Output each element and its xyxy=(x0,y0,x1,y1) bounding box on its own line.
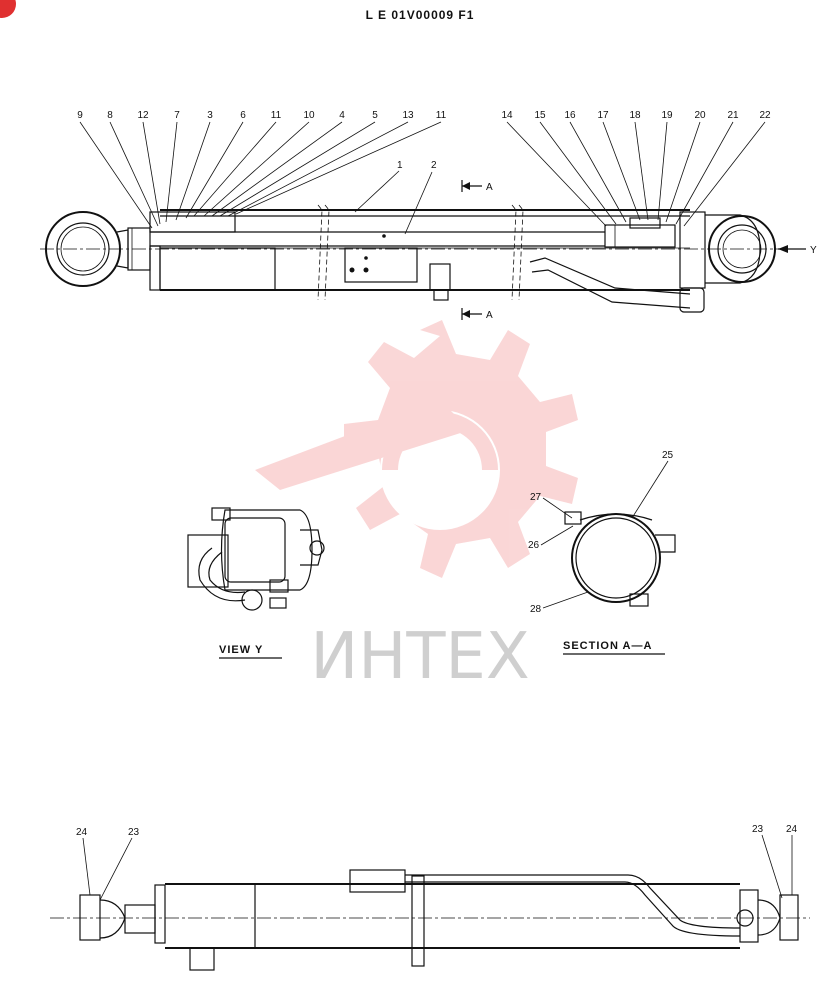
callout-12: 12 xyxy=(137,110,149,121)
view-y-caption: VIEW Y xyxy=(219,644,263,656)
label-25: 25 xyxy=(662,450,674,461)
leader-22 xyxy=(683,121,766,227)
callout-9: 9 xyxy=(77,110,83,121)
section-mark-bottom: A xyxy=(461,308,493,321)
leader-11 xyxy=(193,121,277,217)
label-26: 26 xyxy=(528,540,540,551)
callout-5: 5 xyxy=(372,110,378,121)
callout-17: 17 xyxy=(597,110,609,121)
label-28: 28 xyxy=(530,604,542,615)
callout-11: 11 xyxy=(271,110,282,121)
label-23-right: 23 xyxy=(752,824,764,835)
callout-20: 20 xyxy=(694,110,706,121)
leader-12 xyxy=(142,121,161,225)
section-mark-top: A xyxy=(461,180,493,193)
leader-3 xyxy=(175,121,211,221)
view-y-drawing xyxy=(187,507,325,611)
view-y-arrow: Y xyxy=(778,245,817,256)
label-2: 2 xyxy=(431,160,437,171)
svg-text:A: A xyxy=(486,182,493,193)
callout-4: 4 xyxy=(339,110,345,121)
label-23-left: 23 xyxy=(128,827,140,838)
callout-21: 21 xyxy=(727,110,739,121)
leader-10 xyxy=(203,121,310,217)
callout-8: 8 xyxy=(107,110,113,121)
callout-7: 7 xyxy=(174,110,180,121)
leader-6 xyxy=(185,121,244,219)
callout-13: 13 xyxy=(402,110,414,121)
intex-logo-watermark xyxy=(255,320,578,578)
callout-18: 18 xyxy=(629,110,641,121)
label-24-right: 24 xyxy=(786,824,798,835)
leader-16 xyxy=(569,121,627,223)
leader-21 xyxy=(675,121,734,225)
leader-18 xyxy=(634,121,649,221)
callout-22: 22 xyxy=(759,110,771,121)
callout-6: 6 xyxy=(240,110,246,121)
callout-15: 15 xyxy=(534,110,546,121)
callout-3: 3 xyxy=(207,110,213,121)
drawing-code: L E 01V00009 F1 xyxy=(366,8,475,22)
bottom-cylinder-view xyxy=(50,869,810,971)
callout-16: 16 xyxy=(564,110,576,121)
leader-5 xyxy=(219,121,376,217)
svg-text:A: A xyxy=(486,310,493,321)
leader-14 xyxy=(506,121,607,227)
callout-14: 14 xyxy=(501,110,513,121)
section-caption: SECTION A—A xyxy=(563,640,652,652)
leader-13 xyxy=(227,121,409,217)
callout-11: 11 xyxy=(436,110,447,121)
top-cylinder-view: 1 2 xyxy=(40,160,790,313)
leader-20 xyxy=(665,121,701,223)
leader-19 xyxy=(657,121,668,221)
watermark-text: ИНТЕХ xyxy=(310,620,529,694)
callout-19: 19 xyxy=(661,110,673,121)
label-27: 27 xyxy=(530,492,542,503)
callouts-top-right: 14 15 16 17 18 19 20 21 22 xyxy=(501,110,771,227)
leader-11 xyxy=(235,121,442,215)
svg-text:Y: Y xyxy=(810,245,817,256)
leader-15 xyxy=(539,121,617,225)
label-24-left: 24 xyxy=(76,827,88,838)
leader-8 xyxy=(109,121,159,227)
leader-4 xyxy=(211,121,343,217)
corner-badge-icon xyxy=(0,0,16,18)
callout-10: 10 xyxy=(303,110,315,121)
section-a-a-drawing xyxy=(564,511,676,607)
leader-17 xyxy=(602,121,641,221)
leader-9 xyxy=(79,121,153,229)
label-1: 1 xyxy=(397,160,403,171)
leader-7 xyxy=(165,121,178,223)
